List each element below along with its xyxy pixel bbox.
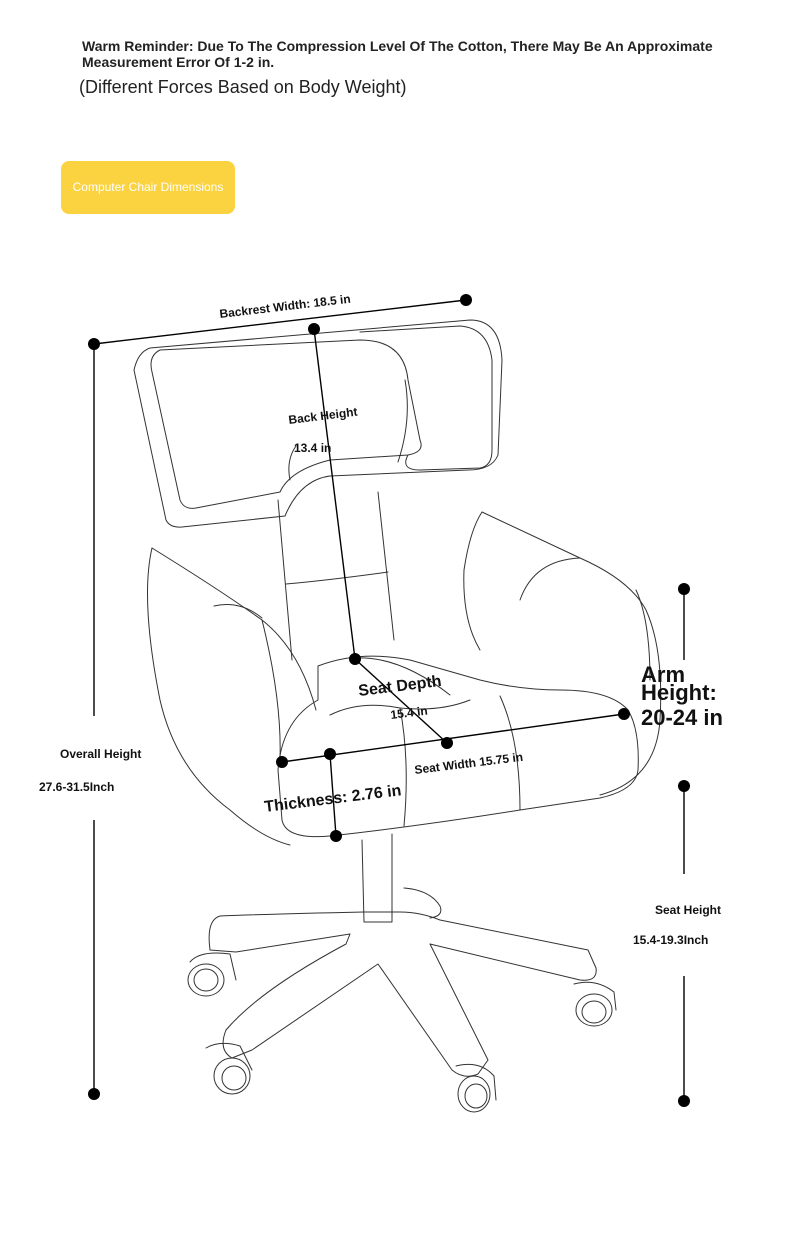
endpoint-dot (88, 338, 100, 350)
back-height-value: 13.4 in (294, 441, 331, 455)
endpoint-dot (88, 1088, 100, 1100)
endpoint-dot (276, 756, 288, 768)
overall-height-value: 27.6-31.5Inch (39, 780, 114, 794)
seat-depth-value: 15.4 in (390, 704, 429, 722)
arm-height-label-line1: Arm (641, 662, 685, 687)
back-height-label: Back Height (288, 405, 359, 427)
dimension-labels: Backrest Width: 18.5 in Back Height 13.4… (39, 292, 723, 947)
dimensions-badge: Computer Chair Dimensions (61, 161, 235, 214)
seat-width-label: Seat Width 15.75 in (414, 750, 524, 777)
endpoint-dot (678, 1095, 690, 1107)
endpoint-dot (460, 294, 472, 306)
endpoint-dot (349, 653, 361, 665)
endpoint-dot (618, 708, 630, 720)
forces-note: (Different Forces Based on Body Weight) (79, 77, 407, 97)
seat-height-value: 15.4-19.3Inch (633, 933, 708, 947)
endpoint-dot (308, 323, 320, 335)
arm-height-label-line2: Height: (641, 680, 717, 705)
seat-height-label: Seat Height (655, 903, 721, 917)
dimension-lines (93, 299, 685, 1101)
chair-illustration (133, 319, 662, 1113)
dimension-endpoints (88, 294, 690, 1107)
warm-reminder-text: Warm Reminder: Due To The Compression Le… (82, 38, 713, 70)
seat-depth-label: Seat Depth (357, 673, 442, 700)
endpoint-dot (330, 830, 342, 842)
endpoint-dot (441, 737, 453, 749)
endpoint-dot (324, 748, 336, 760)
arm-height-value: 20-24 in (641, 705, 723, 730)
endpoint-dot (678, 780, 690, 792)
overall-height-label: Overall Height (60, 747, 141, 761)
endpoint-dot (678, 583, 690, 595)
